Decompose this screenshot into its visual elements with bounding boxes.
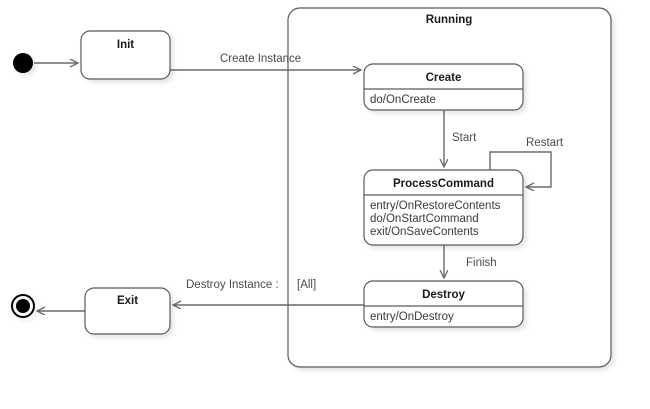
composite-state-running-title: Running bbox=[426, 14, 473, 26]
transition-label-finish: Finish bbox=[466, 257, 497, 269]
transition-process-restart-self-loop bbox=[489, 151, 552, 187]
transition-label-destroy-instance: Destroy Instance : bbox=[186, 279, 279, 291]
transition-label-start: Start bbox=[452, 132, 477, 144]
state-init[interactable]: Init bbox=[80, 30, 171, 80]
state-destroy-box[interactable] bbox=[363, 280, 524, 328]
final-state-outer-ring[interactable] bbox=[11, 294, 35, 318]
initial-state-circle[interactable] bbox=[13, 53, 33, 73]
state-process-command-action-2: exit/OnSaveContents bbox=[370, 226, 479, 238]
state-create-action-0: do/OnCreate bbox=[370, 94, 436, 106]
final-state-node[interactable] bbox=[11, 294, 35, 318]
state-process-command-box[interactable] bbox=[363, 169, 524, 246]
transition-label-destroy-guard: [All] bbox=[297, 279, 316, 291]
state-create-box[interactable] bbox=[363, 63, 524, 111]
final-state-inner-circle bbox=[16, 299, 30, 313]
state-destroy-action-0: entry/OnDestroy bbox=[370, 311, 454, 323]
state-exit[interactable]: Exit bbox=[84, 287, 171, 335]
state-destroy-title: Destroy bbox=[422, 289, 465, 301]
state-init-box[interactable] bbox=[80, 30, 171, 80]
state-create-title: Create bbox=[426, 72, 462, 84]
initial-state-node[interactable] bbox=[13, 53, 33, 73]
state-process-command-action-0: entry/OnRestoreContents bbox=[370, 200, 501, 212]
transition-label-create-instance: Create Instance bbox=[220, 53, 301, 65]
state-exit-title: Exit bbox=[117, 295, 138, 307]
state-init-title: Init bbox=[117, 39, 134, 51]
state-process-command[interactable]: ProcessCommand entry/OnRestoreContents d… bbox=[363, 169, 524, 246]
state-destroy[interactable]: Destroy entry/OnDestroy bbox=[363, 280, 524, 328]
state-process-command-title: ProcessCommand bbox=[393, 178, 494, 190]
state-process-command-action-1: do/OnStartCommand bbox=[370, 213, 479, 225]
transition-label-restart: Restart bbox=[526, 137, 564, 149]
state-exit-box[interactable] bbox=[84, 287, 171, 335]
state-create[interactable]: Create do/OnCreate bbox=[363, 63, 524, 111]
